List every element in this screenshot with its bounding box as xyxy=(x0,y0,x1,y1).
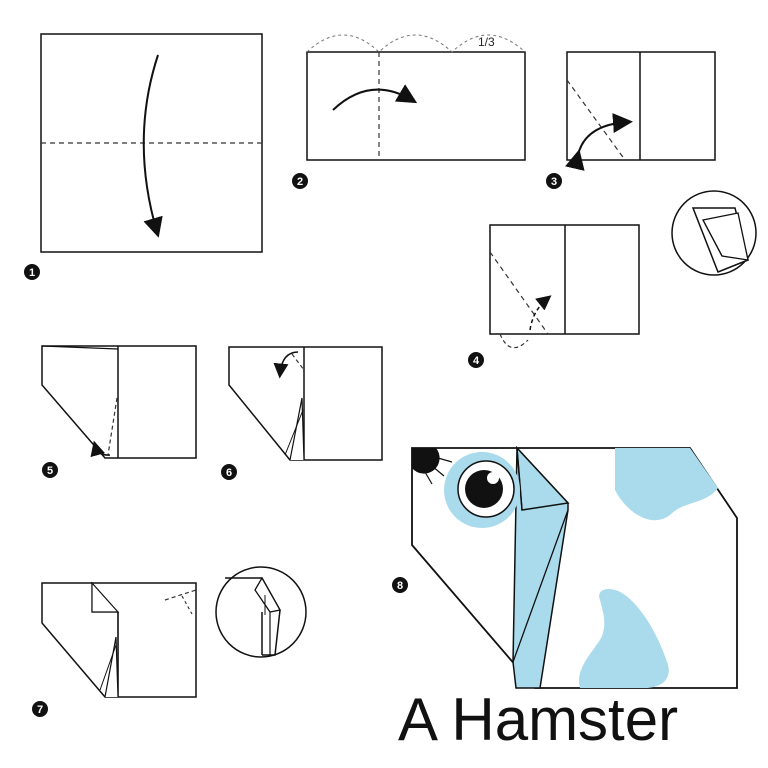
step-5-badge xyxy=(42,462,58,478)
step-1-badge xyxy=(24,264,40,280)
step-5-diagram: 5 xyxy=(41,345,197,478)
step-7-number: 7 xyxy=(37,704,43,716)
fold-arrow xyxy=(273,351,299,379)
step-5-number: 5 xyxy=(47,465,53,477)
fold-arrow xyxy=(529,295,552,331)
step-2-number: 2 xyxy=(297,176,303,188)
fold-arrow xyxy=(332,84,418,111)
step-3-number: 3 xyxy=(551,176,557,188)
step-6-diagram: 6 xyxy=(221,346,383,480)
detail-circle-2 xyxy=(215,566,307,658)
step-3-diagram: 3 xyxy=(546,51,716,189)
detail-circle-1 xyxy=(671,190,757,276)
step-4-badge xyxy=(468,352,484,368)
step-6-number: 6 xyxy=(226,467,232,479)
step-6-badge xyxy=(221,464,237,480)
thirds-marks xyxy=(306,34,526,53)
spot-bottom xyxy=(579,588,669,688)
whisker xyxy=(431,465,445,477)
step-2-badge xyxy=(292,173,308,189)
spot-top xyxy=(615,448,718,521)
fold-arrow xyxy=(565,113,633,171)
thirds-label: 1/3 xyxy=(478,35,495,49)
fold-arrow xyxy=(90,440,111,458)
step-2-diagram: 1/3 2 xyxy=(292,34,526,189)
eye-highlight xyxy=(487,472,499,484)
step-8-number: 8 xyxy=(397,580,403,592)
fold-arrow xyxy=(142,54,163,238)
diagonal-fold-line xyxy=(489,251,549,335)
step-8-badge xyxy=(392,577,408,593)
diagram-title: A Hamster xyxy=(398,686,679,753)
whisker xyxy=(424,471,433,485)
step-7-diagram: 7 xyxy=(32,581,197,717)
step-7-badge xyxy=(32,701,48,717)
step-8-hamster: 8 xyxy=(392,445,738,689)
step-1-diagram: 1 xyxy=(24,33,263,280)
step-4-number: 4 xyxy=(473,355,480,367)
step-4-diagram: 4 xyxy=(468,224,640,368)
step-1-number: 1 xyxy=(29,267,35,279)
step-3-badge xyxy=(546,173,562,189)
whisker xyxy=(437,457,453,463)
